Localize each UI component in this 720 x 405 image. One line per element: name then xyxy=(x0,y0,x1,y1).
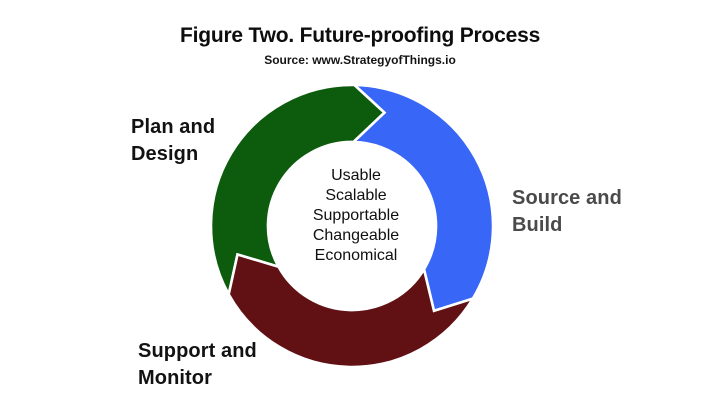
segment-label-source-and-build: Source and Build xyxy=(512,187,622,236)
center-value: Usable xyxy=(331,167,381,184)
center-values: Usable Scalable Supportable Changeable E… xyxy=(256,166,456,266)
figure-title: Figure Two. Future-proofing Process xyxy=(179,24,541,47)
center-value: Supportable xyxy=(312,207,400,224)
figure-source: Source: www.StrategyofThings.io xyxy=(264,53,456,67)
center-value: Economical xyxy=(314,247,398,264)
center-circle xyxy=(269,143,435,309)
segment-label-support-and-monitor: Support and Monitor xyxy=(138,340,257,389)
segment-arc-support-and-monitor xyxy=(227,252,476,369)
center-value: Scalable xyxy=(325,187,387,204)
center-value: Changeable xyxy=(312,227,400,244)
segment-label-plan-and-design: Plan and Design xyxy=(131,116,216,165)
